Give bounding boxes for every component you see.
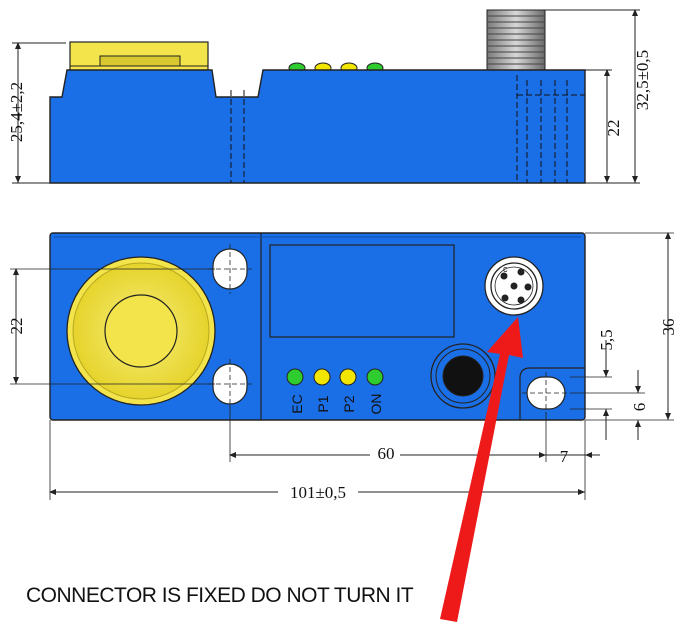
side-connector xyxy=(486,9,546,71)
led-ec xyxy=(286,368,304,386)
status-leds: EC P1 P2 ON xyxy=(286,368,384,415)
dim-label-front-6: 6 xyxy=(630,403,649,412)
dim-label-7: 7 xyxy=(560,447,569,466)
dim-label-front-5-5: 5,5 xyxy=(597,329,616,350)
svg-text:c: c xyxy=(503,264,508,274)
led-label-ec: EC xyxy=(289,394,305,413)
dim-label-side-22: 22 xyxy=(604,120,623,137)
m8-connector: c xyxy=(484,256,544,316)
caption-text: CONNECTOR IS FIXED DO NOT TURN IT xyxy=(26,584,414,607)
side-button-top xyxy=(69,41,209,73)
push-button xyxy=(66,256,216,406)
dim-front-right: 36 5,5 6 xyxy=(570,232,678,440)
dim-side-height: 25,4±2,2 xyxy=(7,42,66,184)
dim-label-front-22: 22 xyxy=(7,318,26,335)
black-port xyxy=(430,343,496,409)
led-label-p2: P2 xyxy=(341,395,357,412)
led-on xyxy=(366,368,384,386)
led-label-on: ON xyxy=(368,394,384,415)
dim-label-101: 101±0,5 xyxy=(290,483,346,502)
dim-front-bottom: 60 7 101±0,5 xyxy=(49,405,600,502)
led-p1 xyxy=(313,368,331,386)
display-window xyxy=(269,244,455,338)
dim-label-side-height: 25,4±2,2 xyxy=(7,82,26,142)
dim-label-60: 60 xyxy=(378,444,395,463)
dim-front-left: 22 xyxy=(7,268,215,385)
side-housing xyxy=(49,69,586,184)
dim-label-side-total: 32,5±0,5 xyxy=(633,50,652,110)
led-p2 xyxy=(339,368,357,386)
led-label-p1: P1 xyxy=(315,395,331,412)
red-arrow xyxy=(440,317,523,622)
dim-label-front-36: 36 xyxy=(659,319,678,336)
front-view: EC P1 P2 ON c xyxy=(7,232,678,502)
dim-side-right: 22 32,5±0,5 xyxy=(545,9,652,184)
side-view: 25,4±2,2 22 32,5±0,5 xyxy=(7,9,652,184)
mount-tab xyxy=(519,367,585,420)
